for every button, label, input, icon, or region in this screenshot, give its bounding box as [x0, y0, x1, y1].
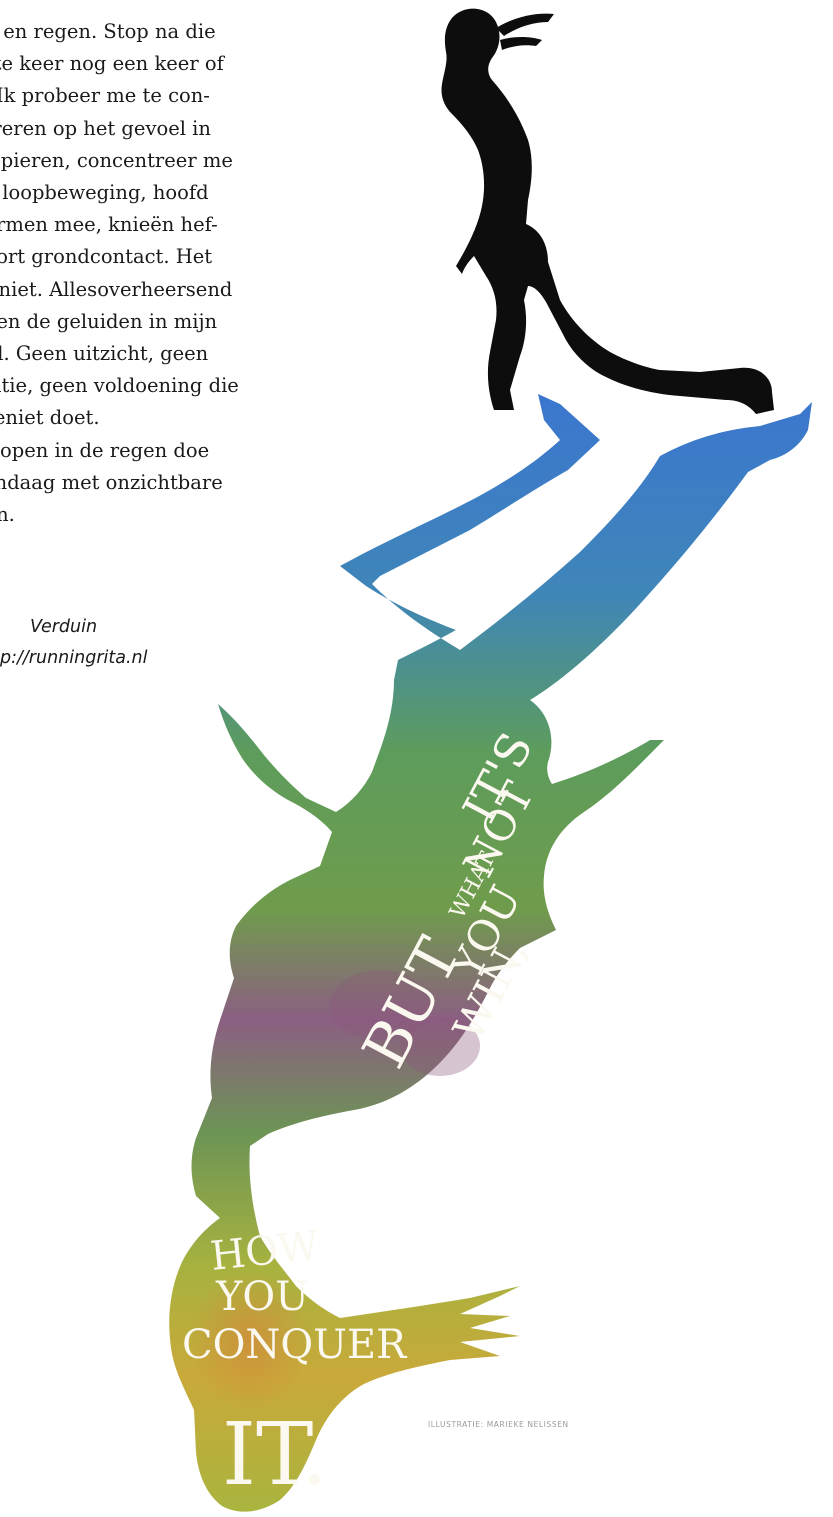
quote-word: YOU	[215, 1274, 309, 1320]
article-body-text: nd en regen. Stop na die aste keer nog e…	[0, 16, 442, 531]
author-signature: Verduin p://runningrita.nl	[0, 612, 148, 674]
author-website-link[interactable]: p://runningrita.nl	[0, 648, 148, 668]
article-line: rdlopen in de regen doe	[0, 438, 210, 462]
article-line: n spieren, concentreer me	[0, 148, 233, 172]
quote-word: CONQUER	[182, 1322, 408, 1368]
article-line: statie, geen voldoening die	[0, 374, 239, 398]
article-line: vandaag met onzichtbare	[0, 470, 223, 494]
article-line: de loopbeweging, hoofd	[0, 181, 209, 205]
quote-word: IT.	[222, 1405, 328, 1505]
quote-word: HOW	[208, 1223, 321, 1280]
article-line: e. Ik probeer me te con-	[0, 84, 210, 108]
article-line: pt niet. Allesoverheersend	[0, 277, 233, 301]
illustration-credit: ILLUSTRATIE: MARIEKE NELISSEN	[428, 1420, 569, 1429]
article-line: , kort grondcontact. Het	[0, 245, 213, 269]
runner-silhouette	[441, 8, 774, 414]
article-line: , armen mee, knieën hef-	[0, 213, 218, 237]
article-line: nken de geluiden in mijn	[0, 309, 218, 333]
article-line: nen.	[0, 503, 15, 527]
author-name: Verduin	[30, 617, 98, 637]
article-line: ofd. Geen uitzicht, geen	[0, 342, 209, 366]
article-line: t teniet doet.	[0, 406, 100, 430]
article-line: ntreren op het gevoel in	[0, 116, 211, 140]
reflection-silhouette	[169, 394, 812, 1512]
article-line: nd en regen. Stop na die	[0, 20, 216, 43]
article-line: aste keer nog een keer of	[0, 52, 224, 76]
